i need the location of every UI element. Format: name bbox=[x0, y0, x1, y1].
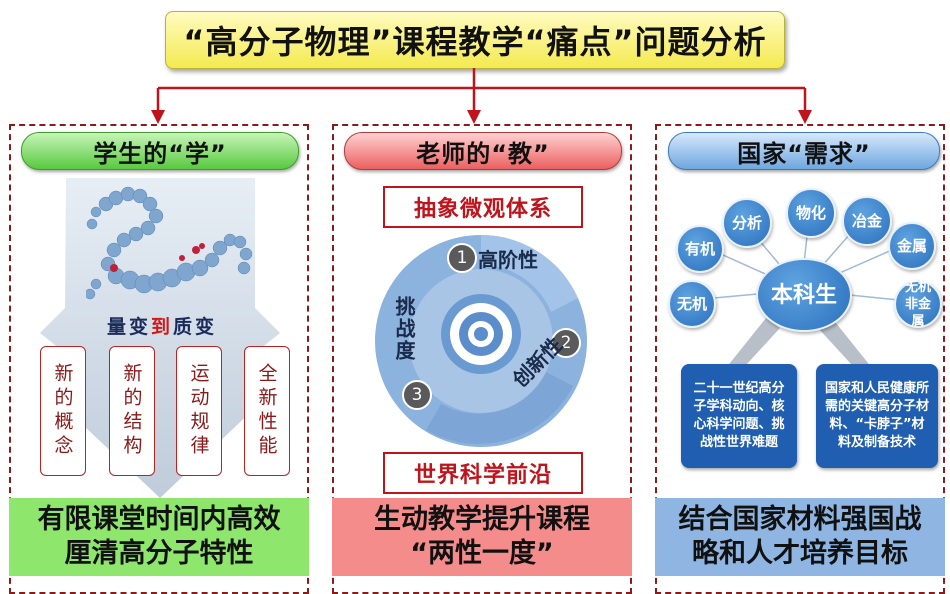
national-header: 国家“需求” bbox=[668, 132, 940, 170]
connector-arrows bbox=[151, 68, 812, 124]
discipline-node: 无机 bbox=[668, 280, 716, 328]
teacher-summary-line2: “两性一度” bbox=[410, 538, 554, 569]
discipline-node: 分析 bbox=[722, 198, 772, 248]
caption-quality: 质变 bbox=[173, 316, 218, 338]
national-needs-box: 国家和人民健康所需的关键高分子材料、“卡脖子”材料及制备技术 bbox=[816, 364, 938, 468]
list-item: 全新性能 bbox=[244, 346, 290, 476]
undergraduate-hub: 本科生 bbox=[756, 258, 852, 332]
target-ring-diagram bbox=[375, 234, 587, 447]
ring-label-high-order: 高阶性 bbox=[478, 248, 538, 272]
number-badge: 1 bbox=[447, 243, 477, 273]
list-item: 新的概念 bbox=[40, 346, 86, 476]
page-title: “高分子物理”课程教学“痛点”问题分析 bbox=[165, 11, 785, 69]
student-header: 学生的“学” bbox=[21, 132, 299, 170]
teacher-header: 老师的“教” bbox=[344, 132, 622, 170]
discipline-trends-box: 二十一世纪高分子学科动向、核心科学问题、挑战性世界难题 bbox=[681, 364, 797, 468]
caption-to: 到 bbox=[150, 316, 173, 338]
discipline-node: 有机 bbox=[676, 225, 724, 273]
teacher-summary: 生动教学提升课程 “两性一度” bbox=[332, 498, 632, 576]
discipline-node: 冶金 bbox=[842, 196, 892, 246]
number-badge: 3 bbox=[402, 380, 432, 410]
discipline-node: 物化 bbox=[786, 188, 836, 238]
list-item: 运动规律 bbox=[176, 346, 222, 476]
abstract-micro-label: 抽象微观体系 bbox=[383, 186, 583, 228]
frontier-label: 世界科学前沿 bbox=[383, 452, 583, 494]
discipline-node: 金属 bbox=[888, 222, 936, 270]
student-summary: 有限课堂时间内高效厘清高分子特性 bbox=[9, 498, 309, 576]
change-caption: 量变到质变 bbox=[92, 312, 232, 339]
list-item: 新的结构 bbox=[109, 346, 155, 476]
polymer-chain-icon bbox=[86, 186, 253, 300]
teacher-summary-line1: 生动教学提升课程 bbox=[374, 504, 590, 535]
discipline-node: 无机非金属 bbox=[894, 280, 942, 329]
caption-quantity: 量变 bbox=[106, 316, 151, 338]
number-badge: 2 bbox=[551, 328, 581, 358]
national-summary: 结合国家材料强国战略和人才培养目标 bbox=[655, 498, 945, 576]
ring-label-challenge: 挑战度 bbox=[392, 296, 416, 362]
